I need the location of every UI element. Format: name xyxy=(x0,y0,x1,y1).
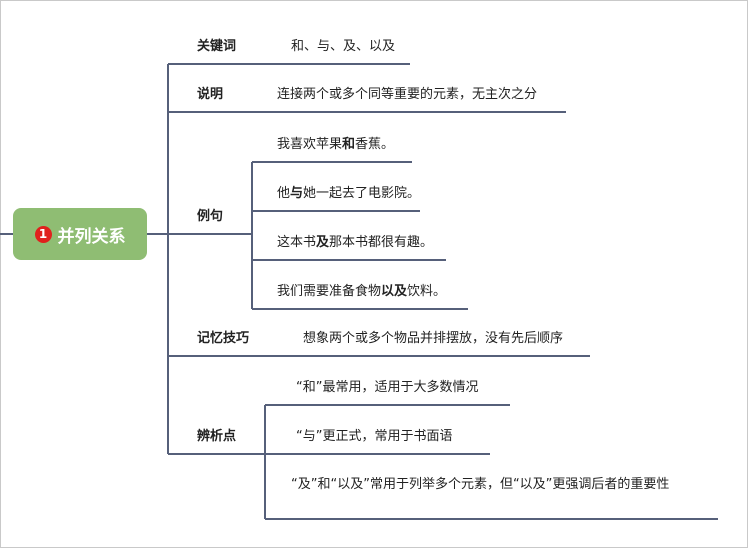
example-sentence-2[interactable]: 他与她一起去了电影院。 xyxy=(277,186,421,201)
root-topic-title: 并列关系 xyxy=(57,226,126,247)
example-sentence-3[interactable]: 这本书及那本书都很有趣。 xyxy=(277,235,434,250)
example-sentence-4[interactable]: 我们需要准备食物以及饮料。 xyxy=(277,284,447,299)
branch-label-memory[interactable]: 记忆技巧 xyxy=(197,331,250,346)
analysis-point-2[interactable]: “与”更正式，常用于书面语 xyxy=(296,429,453,444)
analysis-point-1[interactable]: “和”最常用，适用于大多数情况 xyxy=(296,380,479,395)
branch-label-analysis[interactable]: 辨析点 xyxy=(197,429,237,444)
branch-label-examples[interactable]: 例句 xyxy=(197,209,224,224)
priority-badge: 1 xyxy=(34,225,52,243)
example-sentence-1[interactable]: 我喜欢苹果和香蕉。 xyxy=(277,137,395,152)
root-topic[interactable]: 1 并列关系 xyxy=(13,208,147,260)
branch-label-description[interactable]: 说明 xyxy=(197,87,224,102)
branch-text-keyword[interactable]: 和、与、及、以及 xyxy=(291,39,396,54)
branch-text-description[interactable]: 连接两个或多个同等重要的元素，无主次之分 xyxy=(277,87,538,102)
analysis-point-3[interactable]: “及”和“以及”常用于列举多个元素，但“以及”更强调后者的重要性 xyxy=(291,477,670,492)
branch-text-memory[interactable]: 想象两个或多个物品并排摆放，没有先后顺序 xyxy=(303,331,564,346)
branch-label-keyword[interactable]: 关键词 xyxy=(197,39,237,54)
